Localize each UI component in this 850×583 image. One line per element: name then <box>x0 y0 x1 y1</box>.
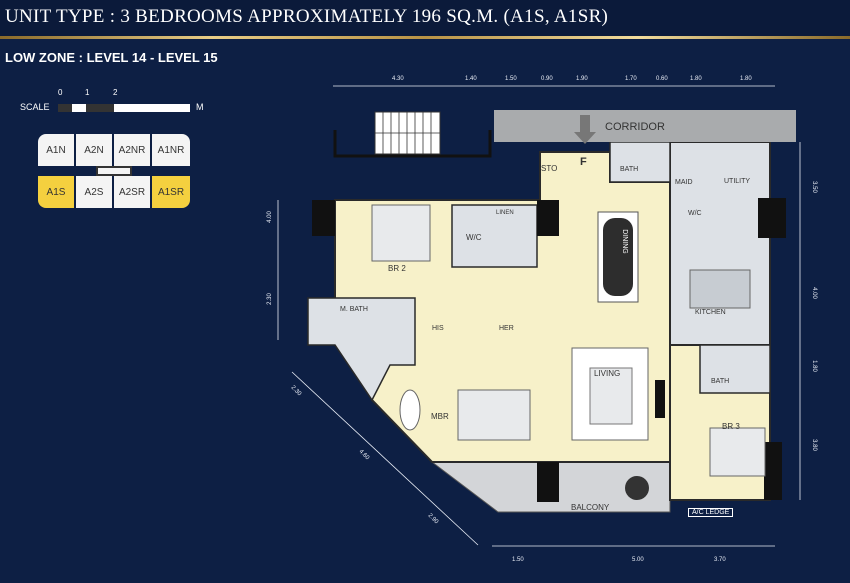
unit-a2sr: A2SR <box>114 176 150 208</box>
bed-mbr-icon <box>457 389 531 441</box>
corridor-label: CORRIDOR <box>605 121 665 133</box>
unit-a2nr: A2NR <box>114 134 150 166</box>
dim-top-6: 1.70 <box>625 76 637 82</box>
bed-br3-icon <box>709 427 766 477</box>
dim-bottom-2: 5.00 <box>632 557 644 563</box>
dim-right-4: 3.80 <box>810 439 817 451</box>
dim-bottom-1: 1.50 <box>512 557 524 563</box>
dim-right-1: 3.50 <box>810 181 817 193</box>
dim-right-2: 4.00 <box>810 287 817 299</box>
bath-br3-label: BATH <box>711 378 730 385</box>
dining-label: DINING <box>620 229 628 254</box>
scale-tick-1: 1 <box>85 88 90 97</box>
balcony-table-icon <box>625 476 649 500</box>
unit-a2n: A2N <box>76 134 112 166</box>
page-title: UNIT TYPE : 3 BEDROOMS APPROXIMATELY 196… <box>5 6 609 27</box>
bathtub-icon <box>399 389 421 431</box>
unit-a1sr: A1SR <box>152 176 190 208</box>
dim-right-3: 1.80 <box>810 360 817 372</box>
unit-a1nr: A1NR <box>152 134 190 166</box>
wc-top-label: W/C <box>688 210 702 217</box>
coffee-table-icon <box>589 367 633 425</box>
bed-br2-icon <box>371 204 431 262</box>
master-bath-label: M. BATH <box>340 306 368 313</box>
master-bath-floor <box>307 297 416 402</box>
balcony-label: BALCONY <box>571 503 610 512</box>
her-label: HER <box>499 325 514 332</box>
his-label: HIS <box>432 325 444 332</box>
scale-label: SCALE <box>20 102 50 112</box>
kitchen-island-icon <box>689 269 751 309</box>
dim-left-2: 2.30 <box>266 293 273 305</box>
unit-key-plan: A1N A2N A2NR A1NR A1S A2S A2SR A1SR <box>36 132 192 210</box>
fire-label: F <box>580 156 587 168</box>
dim-top-5: 1.90 <box>576 76 588 82</box>
maid-label: MAID <box>675 179 693 186</box>
scale-unit: M <box>196 102 204 112</box>
dim-top-4: 0.90 <box>541 76 553 82</box>
dim-top-7: 0.60 <box>656 76 668 82</box>
service-floor <box>669 141 771 346</box>
dim-left-1: 4.00 <box>266 211 273 223</box>
dim-bottom-3: 3.70 <box>714 557 726 563</box>
br3-label: BR 3 <box>722 422 740 431</box>
header-bar: UNIT TYPE : 3 BEDROOMS APPROXIMATELY 196… <box>0 0 850 36</box>
living-label: LIVING <box>594 369 621 378</box>
dim-top-1: 4.30 <box>392 76 404 82</box>
dim-top-2: 1.40 <box>465 76 477 82</box>
stair-wall <box>333 130 492 158</box>
br2-bath-floor <box>451 204 538 268</box>
zone-label: LOW ZONE : LEVEL 14 - LEVEL 15 <box>5 50 218 65</box>
sto-label: STO <box>541 164 558 173</box>
utility-label: UTILITY <box>724 178 751 185</box>
scale-tick-2: 2 <box>113 88 118 97</box>
scale-tick-0: 0 <box>58 88 63 97</box>
linen-label: LINEN <box>496 210 514 216</box>
unit-a1n: A1N <box>38 134 74 166</box>
core-connector <box>96 166 132 176</box>
bath-top-floor <box>609 141 671 183</box>
gold-divider <box>0 36 850 39</box>
dim-top-9: 1.80 <box>740 76 752 82</box>
bath-top-label: BATH <box>620 166 639 173</box>
dim-top-3: 1.50 <box>505 76 517 82</box>
unit-a2s: A2S <box>76 176 112 208</box>
wc-br2-label: W/C <box>466 233 482 242</box>
scale-bar <box>58 104 190 112</box>
ac-ledge-label: A/C LEDGE <box>688 508 734 517</box>
unit-a1s: A1S <box>38 176 74 208</box>
dining-table-icon <box>603 218 633 296</box>
dim-top-8: 1.80 <box>690 76 702 82</box>
entrance-arrow-icon <box>574 115 596 144</box>
mbr-label: MBR <box>431 412 449 421</box>
bath-br3-floor <box>699 344 771 394</box>
br2-label: BR 2 <box>388 264 406 273</box>
corridor-floor <box>494 110 796 142</box>
kitchen-label: KITCHEN <box>695 309 726 316</box>
